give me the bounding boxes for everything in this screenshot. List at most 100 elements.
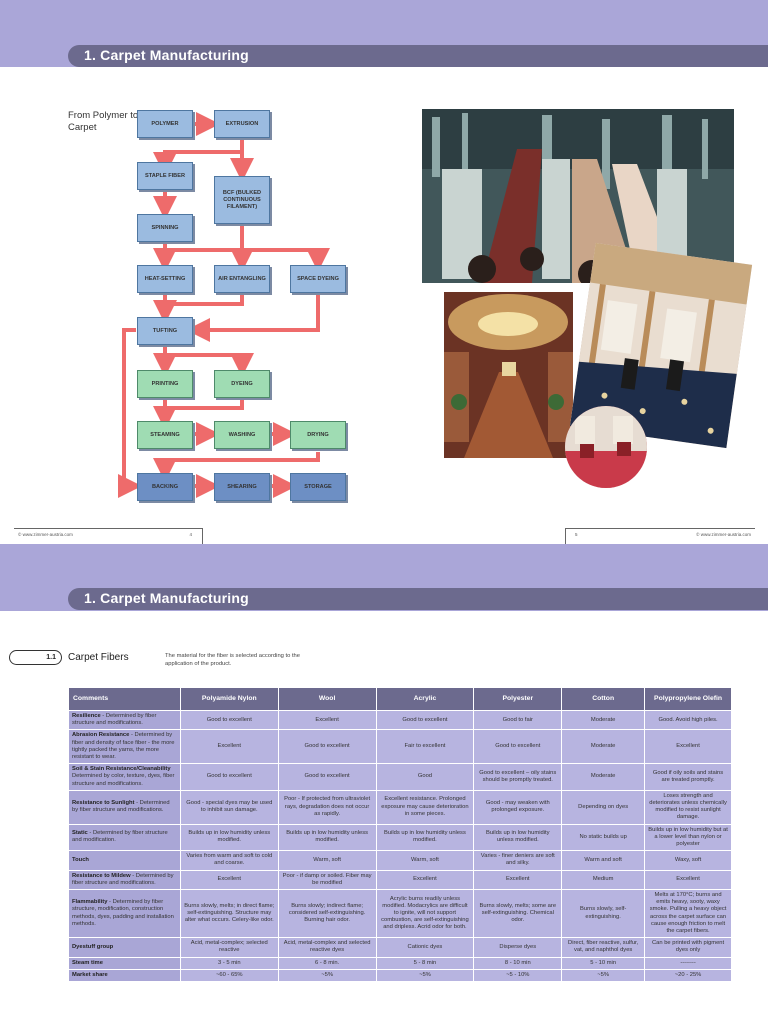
table-cell: Burns slowly, melts; in direct flame; se… (179, 889, 279, 939)
table-row: Touch Varies from warm and soft to cold a… (68, 850, 732, 871)
table-cell: Poor - If protected from ultraviolet ray… (277, 789, 377, 825)
row-header: Resistance to Mildew - Determined by fib… (68, 869, 181, 891)
row-description: - Determined by fiber structure, modific… (72, 899, 174, 927)
table-cell: Excellent (473, 869, 563, 891)
row-title: Steam time (72, 959, 103, 966)
table-cell: Warm, soft (375, 850, 475, 871)
table-row: Static - Determined by fiber structure a… (68, 823, 732, 852)
table-cell: Varies from warm and soft to cold and co… (179, 850, 279, 871)
table-cell: ~5% (375, 968, 475, 983)
row-header: Market share (68, 968, 181, 983)
table-cell: Good to excellent (179, 709, 279, 731)
table-cell: Good to fair (473, 709, 563, 731)
row-title: Static (72, 830, 88, 837)
flow-step-backing: BACKING (137, 473, 193, 501)
hotel-corridor-carpet-photo (444, 292, 573, 458)
table-cell: Acrylic burns readily unless modified. M… (375, 889, 475, 939)
table-cell: ~5% (277, 968, 377, 983)
row-description: - Determined by fiber structure and modi… (72, 872, 174, 886)
column-header: Comments (68, 687, 181, 711)
table-cell: Excellent (644, 869, 732, 891)
table-cell: Good. Avoid high piles. (644, 709, 732, 731)
table-cell: Acid, metal-complex; selected reactive (179, 937, 279, 958)
table-row: Resistance to Mildew - Determined by fib… (68, 869, 732, 891)
section-number-pill: 1.1 (9, 650, 62, 665)
table-cell: ~60 - 65% (179, 968, 279, 983)
footer-left: © www.zimmer-austria.com 4 (14, 528, 203, 544)
flow-step-staple-fiber: STAPLE FIBER (137, 162, 193, 190)
table-cell: Varies - finer deniers are soft and silk… (473, 850, 563, 871)
column-header: Polyester (473, 687, 563, 711)
flow-step-drying: DRYING (290, 421, 346, 449)
table-cell: Good to excellent (375, 709, 475, 731)
flow-step-extrusion: EXTRUSION (214, 110, 270, 138)
table-cell: Burns slowly; indirect flame; considered… (277, 889, 377, 939)
factory-printing-machine-photo (422, 109, 734, 283)
table-cell: Excellent (179, 729, 279, 765)
row-title: Touch (72, 856, 89, 863)
top-page-title: 1. Carpet Manufacturing (84, 47, 249, 63)
row-header: Resilience - Determined by fiber structu… (68, 709, 181, 731)
table-cell: 8 - 10 min (473, 956, 563, 970)
table-row: Market share~60 - 65%~5%~5%~5 - 10%~5%~2… (68, 968, 732, 983)
table-cell: Direct, fiber reactive, sulfur, vat, and… (561, 937, 646, 958)
table-cell: Excellent (179, 869, 279, 891)
column-header: Polyamide Nylon (179, 687, 279, 711)
flow-step-tufting: TUFTING (137, 317, 193, 345)
table-cell: Builds up in low humidity unless modifie… (473, 823, 563, 852)
table-cell: Good to excellent – oily stains should b… (473, 763, 563, 791)
flow-step-space-dyeing: SPACE DYEING (290, 265, 346, 293)
row-header: Dyestuff group (68, 937, 181, 958)
row-title: Resilience (72, 713, 101, 719)
row-header: Static - Determined by fiber structure a… (68, 823, 181, 852)
table-cell: ~20 - 25% (644, 968, 732, 983)
table-cell: Burns slowly, melts; some are self-extin… (473, 889, 563, 939)
flow-step-dyeing: DYEING (214, 370, 270, 398)
table-cell: Excellent (644, 729, 732, 765)
table-row: Resilience - Determined by fiber structu… (68, 709, 732, 731)
table-cell: Moderate (561, 709, 646, 731)
footer-left-page-number: 4 (189, 532, 192, 537)
bottom-page-title: 1. Carpet Manufacturing (84, 590, 249, 606)
row-header: Abrasion Resistance - Determined by fibe… (68, 729, 181, 765)
table-cell: Poor - if damp or soiled. Fiber may be m… (277, 869, 377, 891)
flow-step-storage: STORAGE (290, 473, 346, 501)
table-cell: Medium (561, 869, 646, 891)
table-cell: Builds up in low humidity but at a lower… (644, 823, 732, 852)
row-description: Determined by color, texture, dyes, fibe… (72, 773, 175, 787)
row-description: - Determined by fiber structure and modi… (72, 800, 170, 814)
row-header: Steam time (68, 956, 181, 970)
row-description: - Determined by fiber structure and modi… (72, 713, 157, 727)
footer-right: 5 © www.zimmer-austria.com (565, 528, 755, 544)
flow-step-washing: WASHING (214, 421, 270, 449)
row-title: Abrasion Resistance (72, 732, 130, 739)
flow-step-printing: PRINTING (137, 370, 193, 398)
row-header: Resistance to Sunlight - Determined by f… (68, 789, 181, 825)
top-page-title-bar: 1. Carpet Manufacturing (68, 45, 768, 67)
table-row: Resistance to Sunlight - Determined by f… (68, 789, 732, 825)
table-cell: Excellent resistance. Prolonged exposure… (375, 789, 475, 825)
row-header: Flammability - Determined by fiber struc… (68, 889, 181, 939)
row-title: Dyestuff group (72, 943, 114, 950)
table-row: Flammability - Determined by fiber struc… (68, 889, 732, 939)
section-description: The material for the fiber is selected a… (165, 653, 301, 667)
flow-step-heat-setting: HEAT-SETTING (137, 265, 193, 293)
table-cell: -------- (644, 956, 732, 970)
table-cell: Depending on dyes (561, 789, 646, 825)
table-row: Dyestuff group Acid, metal-complex; selec… (68, 937, 732, 958)
row-header: Touch (68, 850, 181, 871)
flow-step-shearing: SHEARING (214, 473, 270, 501)
table-cell: Disperse dyes (473, 937, 563, 958)
table-cell: 5 - 8 min (375, 956, 475, 970)
flow-chart-caption: From Polymer to Carpet (68, 110, 139, 133)
table-cell: Good to excellent (277, 763, 377, 791)
column-header: Cotton (561, 687, 646, 711)
table-cell: Builds up in low humidity unless modifie… (179, 823, 279, 852)
table-cell: Good (375, 763, 475, 791)
bottom-page-title-bar: 1. Carpet Manufacturing (68, 588, 768, 610)
flow-step-steaming: STEAMING (137, 421, 193, 449)
table-cell: Melts at 170°C; burns and emits heavy, s… (644, 889, 732, 939)
row-title: Resistance to Mildew (72, 872, 131, 879)
table-cell: Good - special dyes may be used to inhib… (179, 789, 279, 825)
